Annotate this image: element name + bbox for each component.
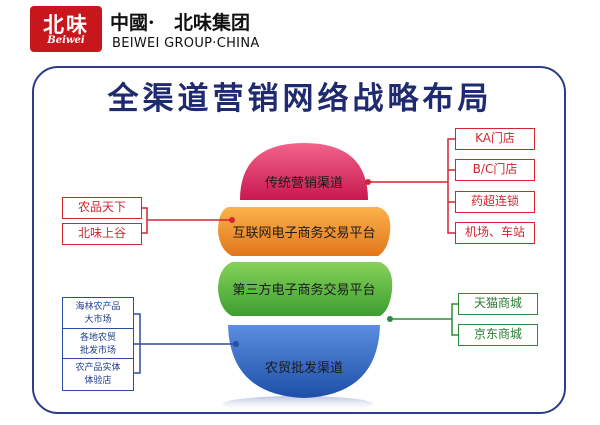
layer-label-internet: 互联网电子商务交易平台 (232, 226, 376, 241)
channel-box-pharmacy-chain: 药超连锁 (455, 191, 535, 213)
channel-box-label-line1: 各地农贸 (79, 333, 116, 343)
channel-box-tmall: 天猫商城 (458, 293, 538, 315)
group-name-english: BEIWEI GROUP·CHINA (112, 36, 260, 51)
channel-box-nongpin-tianxia: 农品天下 (62, 197, 142, 219)
diagram-frame (32, 66, 566, 414)
layer-label-wholesale: 农贸批发渠道 (264, 361, 343, 376)
channel-box-experience-store: 农产品实体 体验店 (62, 358, 134, 391)
layer-third-party-ecommerce (218, 262, 393, 316)
layer-traditional-channel (240, 143, 368, 200)
channel-box-label: KA门店 (475, 131, 515, 145)
left-red-connector (142, 207, 232, 234)
layer-label-traditional: 传统营销渠道 (264, 176, 343, 191)
connector-dot (365, 179, 371, 185)
channel-box-hailin-market: 海林农产品 大市场 (62, 297, 134, 330)
channel-box-label: 天猫商城 (473, 296, 522, 310)
channel-box-jd: 京东商城 (458, 324, 538, 346)
right-red-connector (368, 138, 455, 234)
channel-box-label-line1: 海林农产品 (75, 302, 121, 312)
channel-box-label: 京东商城 (473, 327, 522, 341)
connector-dot (387, 316, 393, 322)
channel-box-airport-station: 机场、车站 (455, 222, 535, 244)
china-seal: 中國· (110, 12, 155, 34)
channel-box-label: 药超连锁 (470, 194, 519, 208)
diagram-title: 全渠道营销网络战略布局 (107, 81, 493, 117)
group-name-chinese: 北味集团 (174, 12, 251, 34)
header: 北味 Beiwei 中國· 北味集团 BEIWEI GROUP·CHINA (0, 0, 600, 62)
layer-label-third-party: 第三方电子商务交易平台 (232, 283, 376, 298)
right-green-connector (390, 303, 458, 336)
channel-box-wholesale-markets: 各地农贸 批发市场 (62, 328, 134, 361)
channel-box-label: 农品天下 (77, 200, 126, 214)
channel-box-label-line2: 大市场 (84, 315, 112, 325)
channel-box-label: 北味上谷 (77, 226, 126, 240)
channel-box-label: 机场、车站 (464, 225, 525, 239)
channel-box-ka-stores: KA门店 (455, 128, 535, 150)
egg-shadow (223, 396, 373, 412)
channel-box-label-line2: 批发市场 (79, 346, 116, 356)
connector-dot (233, 341, 239, 347)
logo-chinese: 北味 (43, 12, 89, 37)
channel-box-label-line2: 体验店 (84, 376, 112, 386)
layer-wholesale-channel (228, 325, 380, 398)
connector-dot (229, 217, 235, 223)
layer-internet-ecommerce (218, 207, 391, 256)
channel-box-label-line1: 农产品实体 (75, 363, 121, 373)
channel-box-beiwei-shanggu: 北味上谷 (62, 223, 142, 245)
brand-logo: 北味 Beiwei (30, 6, 102, 52)
channel-box-label: B/C门店 (472, 162, 518, 176)
logo-english: Beiwei (47, 35, 85, 46)
left-blue-connector (134, 313, 236, 374)
channel-box-bc-stores: B/C门店 (455, 159, 535, 181)
